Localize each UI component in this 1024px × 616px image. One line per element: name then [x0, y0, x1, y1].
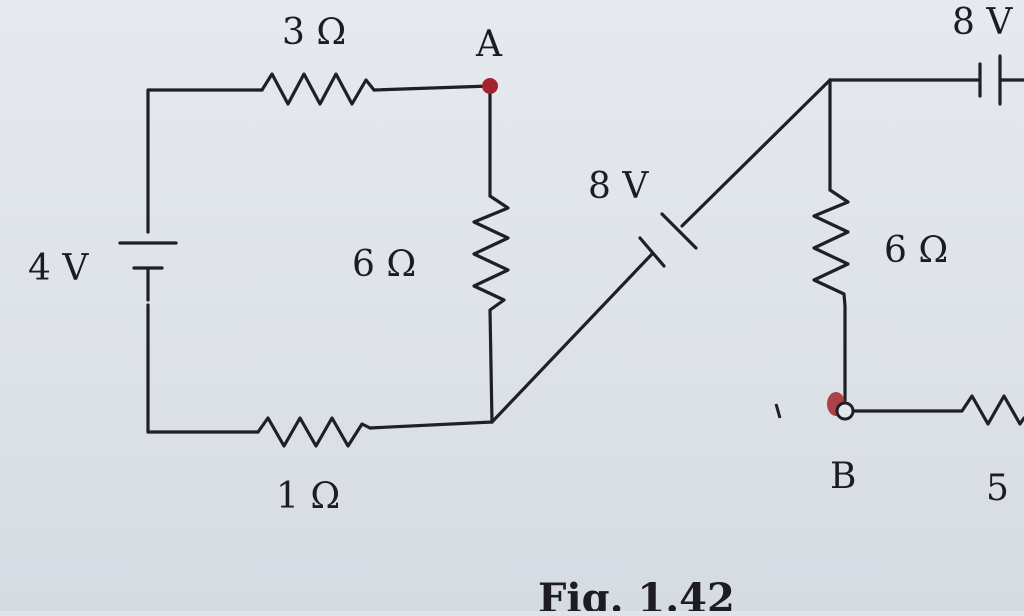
wire-top-left: [146, 88, 264, 234]
resistor-6-ohm-right: [812, 188, 850, 402]
label-battery-diagonal: 8 V: [588, 166, 649, 207]
wire-diagonal: [490, 78, 832, 424]
resistor-6-ohm-middle: [472, 194, 510, 424]
label-r-bottom: 1 Ω: [276, 476, 340, 517]
label-node-b: B: [830, 456, 856, 497]
battery-8v-top-right: [978, 54, 1024, 106]
label-r-right: 6 Ω: [884, 230, 948, 271]
wire-bottom: [368, 420, 494, 430]
label-r-top: 3 Ω: [282, 12, 346, 53]
node-b-marker: [835, 401, 855, 421]
wire-b-right: [850, 394, 1024, 426]
pen-mark: [774, 403, 782, 419]
resistor-1-ohm: [256, 416, 372, 448]
battery-8v-diagonal: [638, 212, 698, 268]
label-r-middle: 6 Ω: [352, 244, 416, 285]
resistor-3-ohm: [260, 72, 376, 106]
figure-caption: Fig. 1.42: [538, 575, 735, 611]
wire-left-lower: [146, 303, 260, 434]
label-node-a: A: [475, 24, 503, 65]
node-a-marker: [482, 78, 498, 94]
label-battery-left: 4 V: [28, 248, 89, 289]
battery-4v: [118, 241, 178, 302]
label-battery-top-right: 8 V: [952, 2, 1013, 43]
wire-top-to-a: [372, 84, 492, 92]
label-r-bottom-right: 5: [986, 468, 1009, 509]
